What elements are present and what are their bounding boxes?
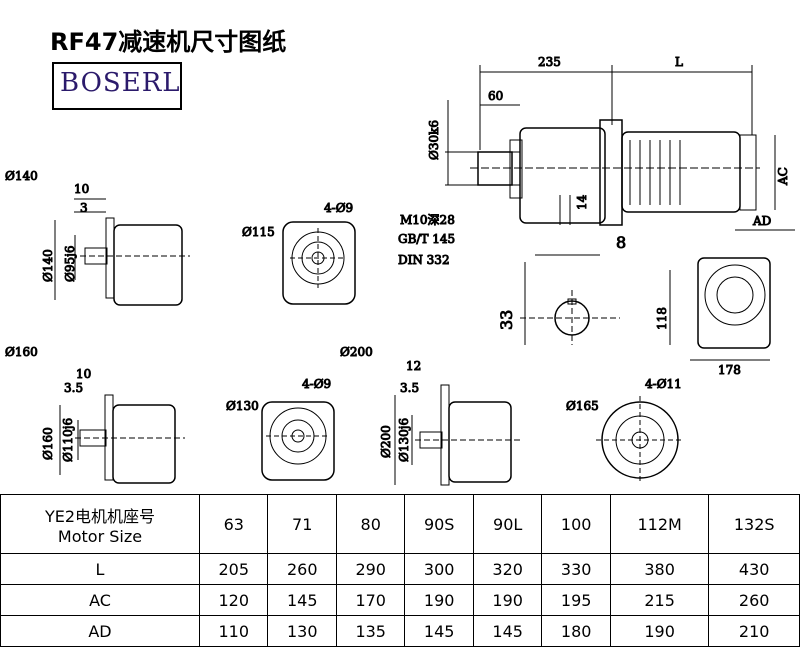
dim-12: 12 [406,359,421,373]
header-line-2: Motor Size [57,526,143,546]
dim-ad: AD [752,214,771,228]
dim-ac: AC [776,167,790,186]
dim-3-5b: 3.5 [400,381,419,395]
table-row: AD 110 130 135 145 145 180 190 210 [0,615,800,647]
dim-d140v: Ø140 [41,249,55,282]
row-label: L [0,553,200,585]
flange-160-side [59,394,185,484]
row-label: AC [0,584,200,616]
flange-200-front [596,396,684,484]
table-cell: 330 [541,553,611,585]
holes-4d9a: 4-Ø9 [324,201,353,215]
size-cell: 80 [335,494,406,554]
page-title: RF47减速机尺寸图纸 [50,28,287,56]
table-cell: 290 [335,553,406,585]
flange-160-front [261,401,335,481]
motor-size-header: YE2电机机座号 Motor Size [0,494,200,554]
table-cell: 300 [404,553,474,585]
table-cell: 320 [472,553,543,585]
table-cell: 145 [472,615,543,647]
main-side-view [445,65,776,226]
dim-d130a: Ø130 [226,399,259,413]
table-cell: 260 [708,584,800,616]
brand-logo: BOSERL [52,62,182,110]
dim-l: L [675,55,683,69]
dim-235: 235 [538,55,561,69]
table-cell: 170 [335,584,406,616]
size-cell: 71 [267,494,337,554]
flange-140-side [54,198,190,306]
label-d140: Ø140 [5,169,38,183]
table-cell: 180 [541,615,611,647]
table-cell: 145 [404,615,474,647]
table-cell: 205 [198,553,269,585]
row-label: AD [0,615,200,647]
dim-d200v: Ø200 [379,425,393,458]
thread-spec: M10深28 [400,213,455,227]
dim-178: 178 [718,363,741,377]
dim-d95j6: Ø95j6 [63,246,77,282]
label-d200: Ø200 [340,345,373,359]
dim-d165: Ø165 [566,399,599,413]
dim-d115: Ø115 [242,225,275,239]
holes-4d9b: 4-Ø9 [302,377,331,391]
table-cell: 110 [198,615,269,647]
holes-4d11: 4-Ø11 [645,377,682,391]
dim-d130j6: Ø130j6 [397,418,411,462]
dim-d30k6: Ø30k6 [427,120,441,160]
table-cell: 190 [404,584,474,616]
table-header-row: YE2电机机座号 Motor Size 63 71 80 90S 90L 100… [0,494,800,554]
standard-gbt: GB/T 145 [398,232,455,246]
table-cell: 190 [609,615,710,647]
table-cell: 380 [609,553,710,585]
table-cell: 120 [198,584,269,616]
dim-d110j6: Ø110j6 [61,418,75,462]
dim-10a: 10 [74,182,89,196]
table-cell: 135 [335,615,406,647]
dim-14: 14 [575,194,589,210]
dim-3-5a: 3.5 [64,381,83,395]
flange-140-front [282,221,356,305]
dimension-table: YE2电机机座号 Motor Size 63 71 80 90S 90L 100… [0,494,800,647]
size-cell: 132S [708,494,800,554]
header-line-1: YE2电机机座号 [44,506,156,526]
table-cell: 430 [708,553,800,585]
dim-118: 118 [655,307,669,330]
table-row: AC 120 145 170 190 190 195 215 260 [0,584,800,616]
table-cell: 210 [708,615,800,647]
dim-10b: 10 [76,367,91,381]
size-cell: 100 [541,494,611,554]
table-row: L 205 260 290 300 320 330 380 430 [0,553,800,585]
size-cell: 63 [198,494,269,554]
dim-60: 60 [488,89,503,103]
flange-200-side [394,384,520,486]
technical-drawing: 235 L 60 Ø30k6 AC AD 14 M10深28 GB/T 145 … [5,55,795,486]
shaft-section [520,254,620,345]
table-cell: 260 [267,553,337,585]
dim-8: 8 [616,233,626,252]
table-cell: 215 [609,584,710,616]
size-cell: 90L [472,494,543,554]
table-cell: 195 [541,584,611,616]
size-cell: 90S [404,494,474,554]
label-d160: Ø160 [5,345,38,359]
standard-din: DIN 332 [398,253,450,267]
dim-33: 33 [497,310,516,330]
table-cell: 190 [472,584,543,616]
dim-d160v: Ø160 [41,427,55,460]
dim-3: 3 [80,201,88,215]
table-cell: 145 [267,584,337,616]
end-view-ad [669,229,795,361]
size-cell: 112M [609,494,710,554]
brand-text: BOSERL [60,68,181,98]
table-cell: 130 [267,615,337,647]
